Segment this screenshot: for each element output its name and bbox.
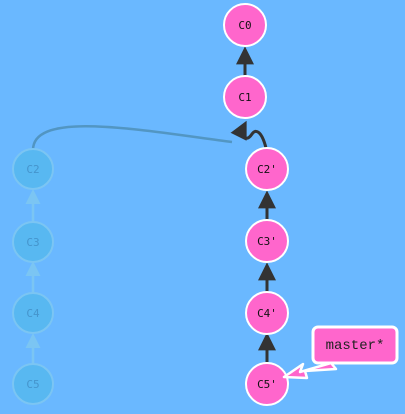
branch-tag-box: [311, 325, 399, 365]
commit-label: C4: [26, 307, 40, 320]
commit-label: C2': [257, 163, 277, 176]
commit-c5-prime[interactable]: C5': [245, 362, 289, 406]
commit-c0[interactable]: C0: [223, 3, 267, 47]
branch-tag-master[interactable]: master*: [282, 325, 399, 380]
commit-c1[interactable]: C1: [223, 75, 267, 119]
branch-pointer-arrow: [282, 361, 338, 380]
ghost-commit-c4[interactable]: C4: [12, 292, 54, 334]
commit-c2-prime[interactable]: C2': [245, 147, 289, 191]
branch-tag-label: master*: [326, 338, 385, 354]
commit-label: C2: [26, 163, 39, 176]
commit-label: C4': [257, 307, 277, 320]
edge-c2p-c1: [230, 120, 268, 149]
commit-label: C5': [257, 378, 277, 391]
commit-label: C5: [26, 378, 39, 391]
commit-label: C3': [257, 235, 277, 248]
ghost-edge-c2-c1: [31, 125, 233, 151]
ghost-commit-c2[interactable]: C2: [12, 148, 54, 190]
commit-label: C1: [238, 91, 251, 104]
ghost-commit-c3[interactable]: C3: [12, 221, 54, 263]
ghost-commit-c5[interactable]: C5: [12, 363, 54, 405]
commit-c3-prime[interactable]: C3': [245, 219, 289, 263]
commit-c4-prime[interactable]: C4': [245, 291, 289, 335]
commit-label: C0: [238, 19, 251, 32]
live-edges: [230, 46, 276, 362]
commit-label: C3: [26, 236, 39, 249]
ghost-branch: C2 C3 C4 C5: [12, 125, 233, 405]
